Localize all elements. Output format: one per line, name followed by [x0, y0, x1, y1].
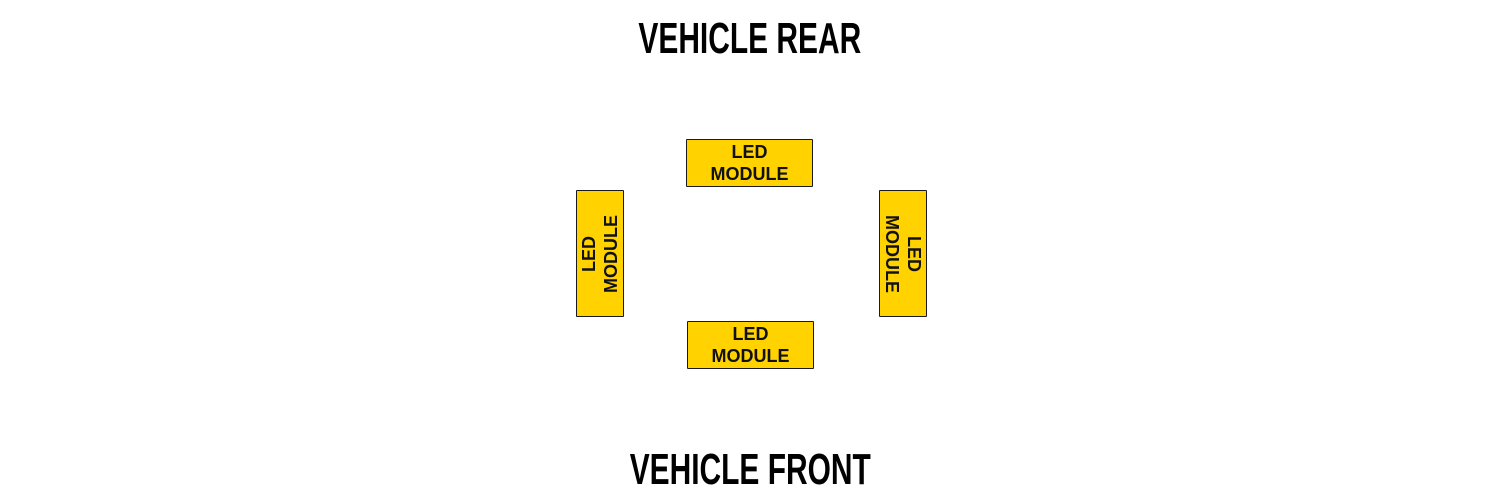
- vehicle-front-heading: VEHICLE FRONT: [0, 448, 1500, 492]
- led-module-right-label: LED MODULE: [881, 215, 925, 293]
- vehicle-rear-heading: VEHICLE REAR: [0, 17, 1500, 61]
- vehicle-front-label: VEHICLE FRONT: [629, 445, 871, 494]
- led-module-front: LED MODULE: [687, 321, 814, 369]
- led-module-left-line1: LED: [579, 235, 599, 272]
- led-module-rear: LED MODULE: [686, 139, 813, 187]
- vehicle-rear-label: VEHICLE REAR: [638, 14, 862, 63]
- led-module-front-label: LED MODULE: [688, 323, 813, 367]
- led-module-right: LED MODULE: [879, 190, 927, 317]
- led-module-rear-label: LED MODULE: [687, 141, 812, 185]
- led-module-rear-line2: MODULE: [710, 164, 789, 184]
- led-module-left-line2: MODULE: [601, 214, 621, 293]
- led-module-right-line2: MODULE: [882, 214, 902, 293]
- led-module-front-line2: MODULE: [711, 346, 790, 366]
- led-module-rear-line1: LED: [731, 142, 768, 162]
- led-module-right-line1: LED: [904, 235, 924, 272]
- led-module-front-line1: LED: [732, 324, 769, 344]
- led-module-left-label: LED MODULE: [578, 215, 622, 293]
- led-module-left: LED MODULE: [576, 190, 624, 317]
